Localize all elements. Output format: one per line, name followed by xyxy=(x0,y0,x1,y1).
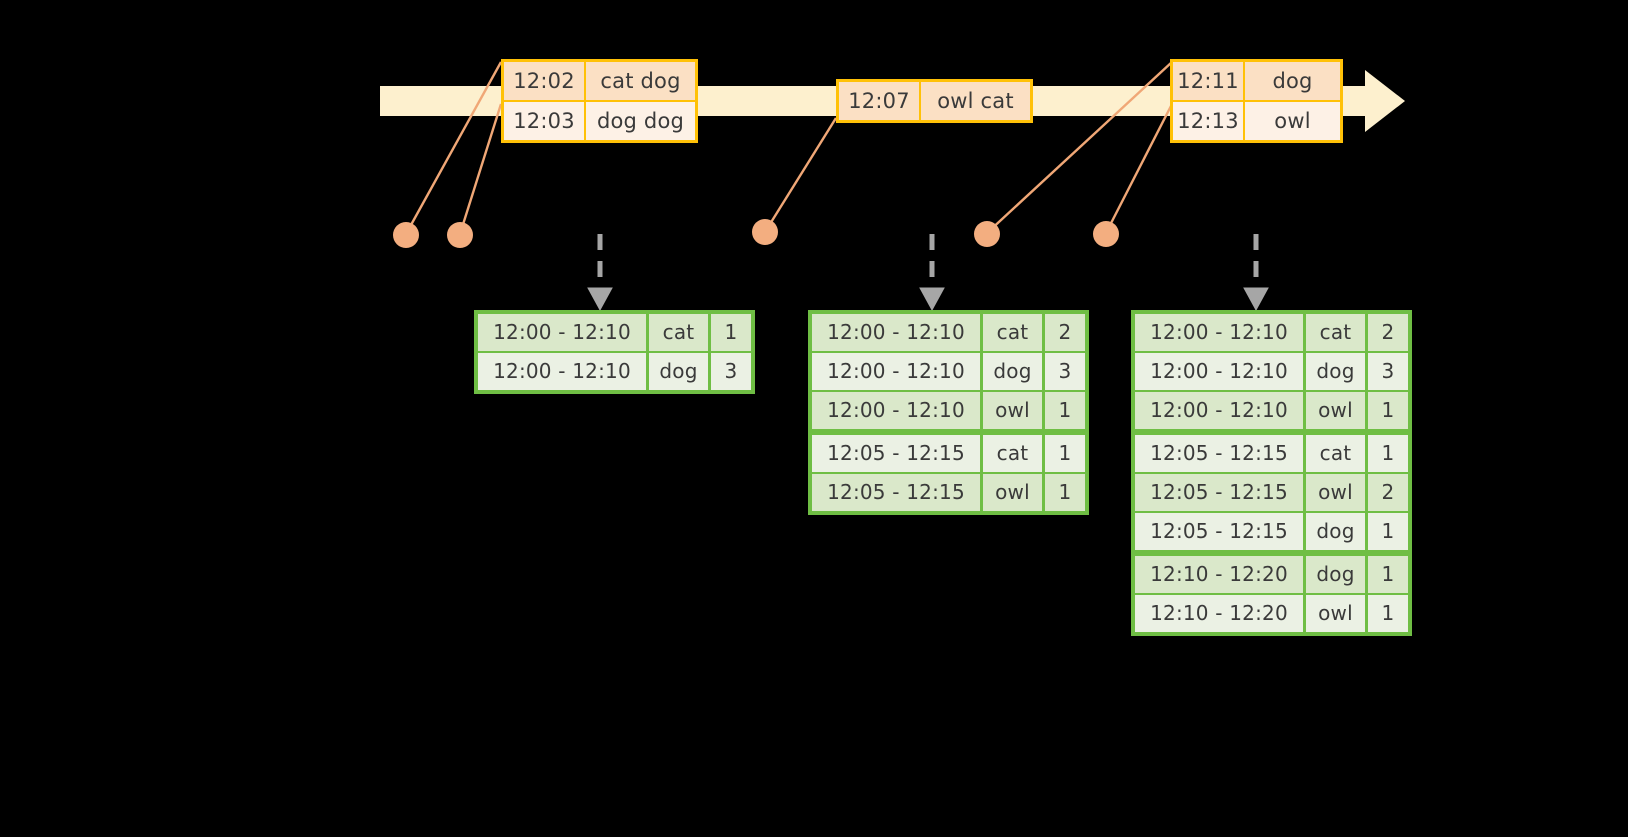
cell-window: 12:00 - 12:10 xyxy=(812,392,980,429)
cell-window: 12:05 - 12:15 xyxy=(812,474,980,511)
cell-count: 1 xyxy=(1368,513,1408,550)
cell-window: 12:05 - 12:15 xyxy=(1135,435,1303,472)
cell-key: cat xyxy=(983,314,1042,351)
cell-window: 12:05 - 12:15 xyxy=(812,435,980,472)
cell-count: 1 xyxy=(711,314,751,351)
cell-key: dog xyxy=(983,353,1042,390)
cell-window: 12:00 - 12:10 xyxy=(1135,314,1303,351)
event-time: 12:07 xyxy=(839,82,921,120)
event-group-3[interactable]: 12:11 dog 12:13 owl xyxy=(1170,59,1343,143)
connector-dot-3 xyxy=(752,219,778,245)
cell-window: 12:10 - 12:20 xyxy=(1135,556,1303,593)
cell-key: owl xyxy=(983,392,1042,429)
connector-dots xyxy=(393,219,1119,248)
cell-window: 12:00 - 12:10 xyxy=(812,353,980,390)
event-words: dog dog xyxy=(596,109,685,133)
event-time: 12:13 xyxy=(1173,102,1245,140)
cell-count: 2 xyxy=(1045,314,1085,351)
cell-key: cat xyxy=(1306,314,1365,351)
connector-dot-1 xyxy=(393,222,419,248)
cell-count: 1 xyxy=(1368,435,1408,472)
event-time: 12:03 xyxy=(504,102,586,140)
event-words: dog xyxy=(1272,69,1313,93)
event-row[interactable]: 12:03 dog dog xyxy=(504,100,695,140)
event-row[interactable]: 12:11 dog xyxy=(1173,62,1340,100)
cell-window: 12:10 - 12:20 xyxy=(1135,595,1303,632)
cell-window: 12:05 - 12:15 xyxy=(1135,474,1303,511)
event-row[interactable]: 12:07 owl cat xyxy=(839,82,1030,120)
connector-dot-5 xyxy=(1093,221,1119,247)
cell-window: 12:05 - 12:15 xyxy=(1135,513,1303,550)
cell-window: 12:00 - 12:10 xyxy=(1135,353,1303,390)
cell-count: 1 xyxy=(1045,474,1085,511)
event-row[interactable]: 12:13 owl xyxy=(1173,100,1340,140)
cell-key: cat xyxy=(649,314,708,351)
cell-count: 2 xyxy=(1368,474,1408,511)
cell-count: 2 xyxy=(1368,314,1408,351)
cell-count: 1 xyxy=(1045,435,1085,472)
event-words: owl xyxy=(1274,109,1311,133)
cell-key: owl xyxy=(1306,595,1365,632)
cell-key: dog xyxy=(649,353,708,390)
cell-window: 12:00 - 12:10 xyxy=(1135,392,1303,429)
event-time: 12:11 xyxy=(1173,62,1245,100)
cell-key: dog xyxy=(1306,513,1365,550)
cell-key: cat xyxy=(1306,435,1365,472)
cell-count: 3 xyxy=(1368,353,1408,390)
cell-count: 3 xyxy=(711,353,751,390)
connector-line-3 xyxy=(763,117,838,233)
cell-count: 1 xyxy=(1368,556,1408,593)
connector-dot-4 xyxy=(974,221,1000,247)
cell-count: 1 xyxy=(1368,595,1408,632)
table-arrows xyxy=(587,234,1269,312)
table-arrow-2 xyxy=(919,234,945,312)
cell-key: dog xyxy=(1306,353,1365,390)
connector-dot-2 xyxy=(447,222,473,248)
connector-line-1 xyxy=(404,61,503,235)
cell-count: 3 xyxy=(1045,353,1085,390)
cell-count: 1 xyxy=(1045,392,1085,429)
cell-count: 1 xyxy=(1368,392,1408,429)
event-group-2[interactable]: 12:07 owl cat xyxy=(836,79,1033,123)
cell-key: owl xyxy=(1306,474,1365,511)
connector-line-2 xyxy=(458,103,503,235)
event-words: owl cat xyxy=(937,89,1014,113)
cell-key: owl xyxy=(1306,392,1365,429)
event-row[interactable]: 12:02 cat dog xyxy=(504,62,695,100)
table-arrow-1 xyxy=(587,234,613,312)
table-arrow-3 xyxy=(1243,234,1269,312)
event-group-1[interactable]: 12:02 cat dog 12:03 dog dog xyxy=(501,59,698,143)
cell-key: dog xyxy=(1306,556,1365,593)
cell-key: owl xyxy=(983,474,1042,511)
event-words: cat dog xyxy=(600,69,681,93)
event-time: 12:02 xyxy=(504,62,586,100)
cell-window: 12:00 - 12:10 xyxy=(812,314,980,351)
connector-line-5 xyxy=(1104,103,1174,234)
cell-window: 12:00 - 12:10 xyxy=(478,353,646,390)
cell-key: cat xyxy=(983,435,1042,472)
cell-window: 12:00 - 12:10 xyxy=(478,314,646,351)
